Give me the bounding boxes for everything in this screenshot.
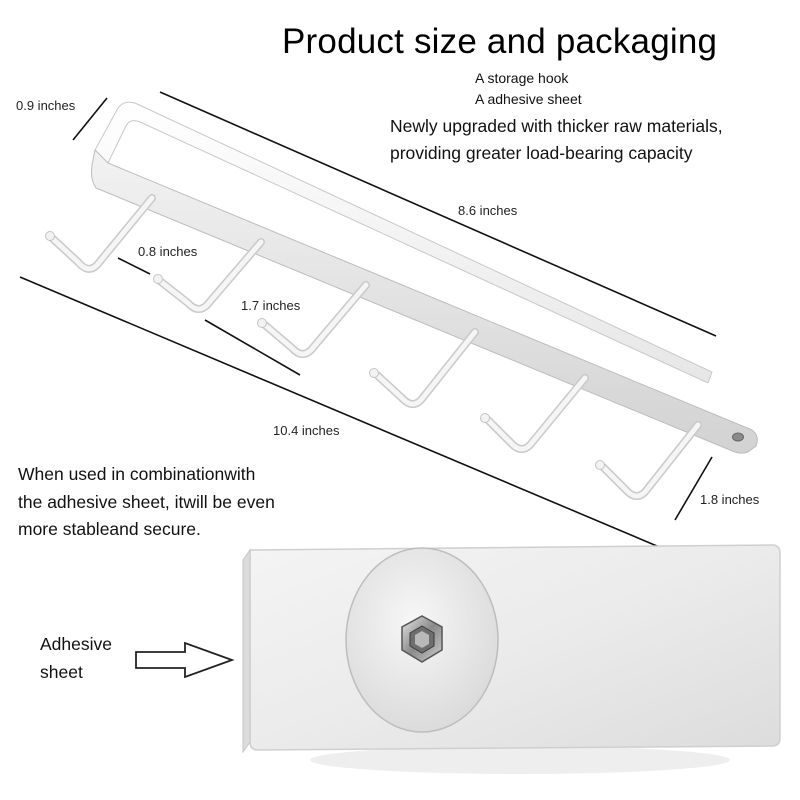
hook-3	[257, 281, 370, 358]
combination-note-line-1: When used in combinationwith	[18, 464, 256, 484]
hook-5	[480, 374, 589, 453]
adhesive-label-line-1: Adhesive	[40, 634, 112, 654]
sheet-shadow	[310, 746, 730, 774]
storage-hook-rail	[91, 101, 758, 454]
combination-note-line-2: the adhesive sheet, itwill be even	[18, 492, 275, 512]
hook-1	[45, 194, 156, 273]
adhesive-sheet	[242, 544, 781, 774]
total-length-label: 10.4 inches	[273, 423, 340, 438]
depth-label: 0.9 inches	[16, 98, 76, 113]
hook-spacing-label: 1.7 inches	[241, 298, 301, 313]
hex-screw-icon	[401, 615, 443, 663]
adhesive-label-line-2: sheet	[40, 662, 83, 682]
upgrade-note-line-1: Newly upgraded with thicker raw material…	[390, 116, 723, 136]
package-item-sheet: A adhesive sheet	[475, 91, 582, 107]
total-length-dimension-line	[19, 276, 729, 577]
hook-gap-label: 0.8 inches	[138, 244, 198, 259]
upgrade-note-line-2: providing greater load-bearing capacity	[390, 143, 693, 163]
hook-height-dimension-line	[674, 456, 713, 521]
hook-4	[369, 328, 479, 408]
right-arrow-icon	[135, 641, 235, 679]
hook-2	[153, 238, 265, 313]
package-item-hook: A storage hook	[475, 70, 569, 86]
page-title: Product size and packaging	[282, 22, 718, 61]
rail-length-label: 8.6 inches	[458, 203, 518, 218]
hook-gap-dimension-line	[117, 257, 151, 275]
hooks	[45, 194, 702, 500]
hook-6	[595, 421, 702, 500]
dimension-lines	[19, 91, 729, 577]
combination-note-line-3: more stableand secure.	[18, 519, 201, 539]
depth-dimension-line	[72, 97, 108, 141]
rail-length-dimension-line	[159, 91, 717, 337]
hook-spacing-dimension-line	[204, 319, 301, 376]
hook-height-label: 1.8 inches	[700, 492, 760, 507]
